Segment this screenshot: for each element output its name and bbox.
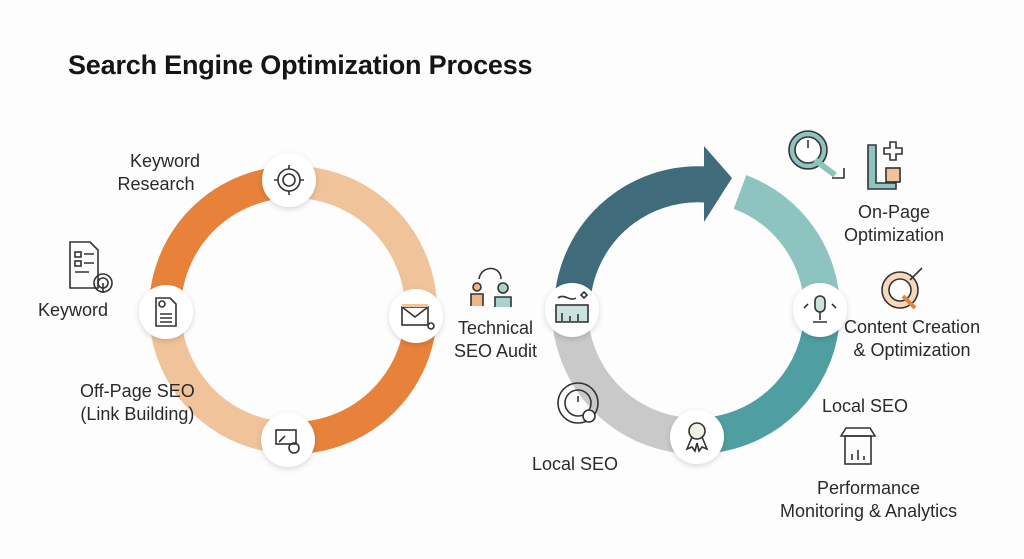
left-cycle — [149, 166, 437, 454]
label-line: Off-Page SEO — [80, 381, 195, 401]
document-gear-icon — [155, 297, 177, 327]
label-line: Performance — [817, 478, 921, 498]
label-performance-monitoring: Performance Monitoring & Analytics — [780, 477, 957, 523]
award-ribbon-icon — [685, 422, 709, 453]
page-title: Search Engine Optimization Process — [68, 50, 533, 80]
label-content-creation: Content Creation & Optimization — [844, 316, 980, 362]
gear-compass-icon — [274, 165, 304, 195]
store-chart-icon — [839, 427, 877, 465]
label-local-seo-right: Local SEO — [822, 396, 909, 416]
tools-plus-icon — [867, 141, 903, 190]
node-link-building — [261, 413, 315, 467]
label-keyword: Keyword — [38, 300, 109, 320]
node-keyword-research — [262, 153, 316, 207]
label-line: SEO Audit — [454, 341, 538, 361]
label-on-page-optimization: On-Page Optimization — [844, 201, 944, 247]
label-off-page-seo: Off-Page SEO (Link Building) — [80, 380, 195, 426]
label-line: Research — [117, 174, 195, 194]
label-line: Monitoring & Analytics — [780, 501, 958, 521]
right-arrow-head — [704, 146, 732, 222]
label-line: Content Creation — [844, 317, 981, 337]
right-cycle — [552, 146, 840, 454]
label-line: Keyword — [130, 151, 201, 171]
analytics-chart-icon — [555, 290, 589, 323]
label-line: (Link Building) — [80, 404, 195, 424]
gear-clock-wrench-icon — [788, 130, 845, 179]
link-building-icon — [275, 429, 300, 454]
label-technical-seo-audit: Technical SEO Audit — [454, 317, 537, 363]
node-document — [139, 285, 193, 339]
label-line: & Optimization — [853, 340, 971, 360]
right-arc-top-left — [554, 166, 708, 311]
label-line: Technical — [458, 318, 534, 338]
gear-paint-icon — [881, 267, 923, 310]
label-line: Optimization — [844, 225, 945, 245]
microphone-icon — [803, 295, 837, 323]
left-nodes — [139, 153, 443, 467]
label-local-seo-left: Local SEO — [532, 454, 619, 474]
gear-clock-icon — [557, 382, 599, 424]
envelope-icon — [401, 304, 435, 330]
document-target-icon — [69, 241, 113, 293]
left-arc-top-right — [292, 166, 437, 311]
label-line: On-Page — [858, 202, 931, 222]
people-cycle-icon — [470, 267, 512, 307]
label-keyword-research: Keyword Research — [112, 150, 200, 196]
